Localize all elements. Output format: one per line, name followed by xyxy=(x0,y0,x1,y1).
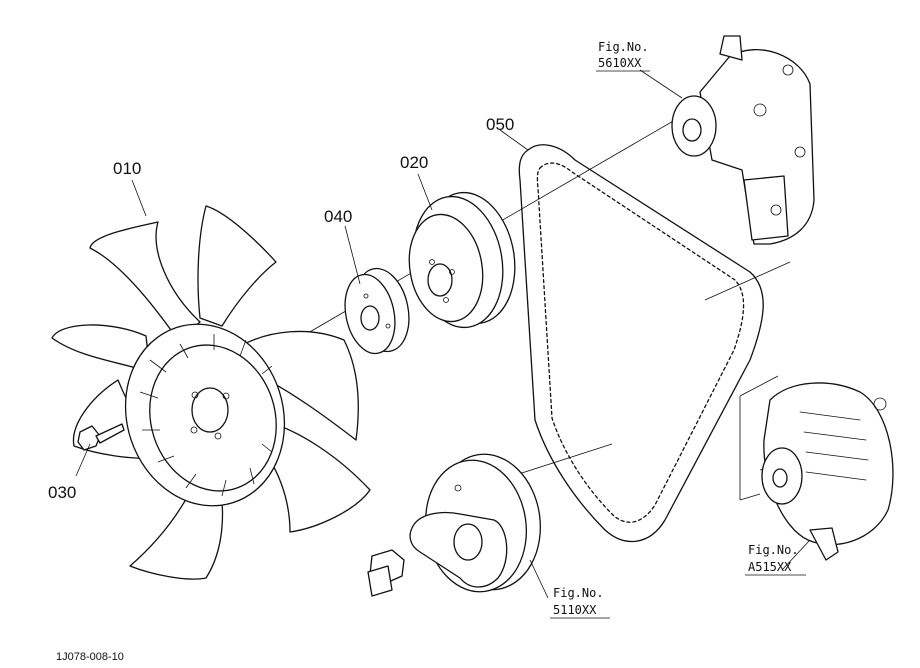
part-label-030[interactable]: 030 xyxy=(48,483,76,502)
fig-ref-number: A515XX xyxy=(748,560,792,574)
part-label-040[interactable]: 040 xyxy=(324,207,352,226)
crankshaft-pulley[interactable] xyxy=(409,447,549,598)
crank-pulley-bolt[interactable] xyxy=(367,549,405,597)
fan-pulley-020[interactable] xyxy=(401,185,525,334)
fig-ref-label: Fig.No. xyxy=(598,40,649,54)
cooling-fan[interactable] xyxy=(51,205,371,580)
fig-ref-label: Fig.No. xyxy=(748,543,799,557)
fig-ref-water-pump[interactable]: Fig.No. 5610XX xyxy=(596,40,650,72)
part-label-020[interactable]: 020 xyxy=(400,153,428,172)
fig-ref-alternator[interactable]: Fig.No. A515XX xyxy=(745,543,806,576)
fig-ref-number: 5610XX xyxy=(598,56,642,70)
v-belt-050[interactable] xyxy=(518,144,764,543)
fig-ref-crank-pulley[interactable]: Fig.No. 5110XX xyxy=(550,586,610,619)
alternator-frame xyxy=(739,375,779,501)
water-pump[interactable] xyxy=(671,35,815,245)
spacer-040[interactable] xyxy=(338,264,416,359)
leader-lines xyxy=(75,69,811,599)
fig-ref-number: 5110XX xyxy=(553,603,597,617)
alternator[interactable] xyxy=(761,382,894,561)
part-label-010[interactable]: 010 xyxy=(113,159,141,178)
part-label-050[interactable]: 050 xyxy=(486,115,514,134)
drawing-code: 1J078-008-10 xyxy=(56,651,124,663)
fig-ref-label: Fig.No. xyxy=(553,586,604,600)
bolt-030[interactable] xyxy=(77,423,125,451)
